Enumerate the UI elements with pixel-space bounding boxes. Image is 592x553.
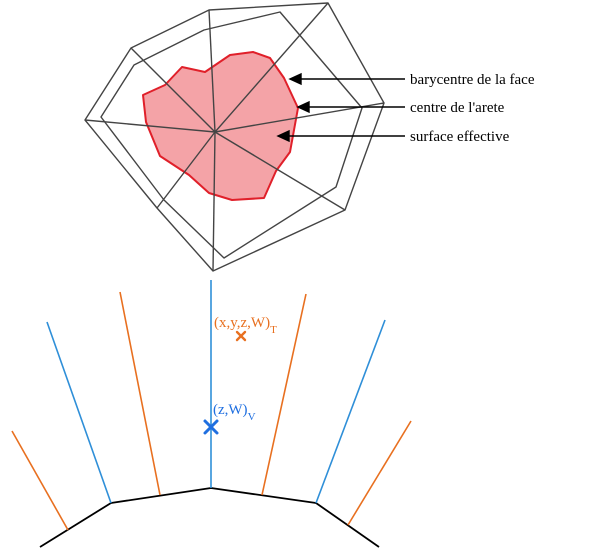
mesh-edge xyxy=(84,119,216,133)
arrowhead-edge-centre xyxy=(296,100,310,114)
face-normal-line xyxy=(347,420,412,526)
label-barycentre: barycentre de la face xyxy=(410,72,535,88)
label-effective-surface: surface effective xyxy=(410,129,510,145)
face-normals xyxy=(11,291,412,531)
label-vertex-point-sub: V xyxy=(248,411,256,423)
label-face-point-main: (x,y,z,W) xyxy=(214,315,270,331)
face-point-marker xyxy=(235,330,247,342)
mesh-edges xyxy=(84,2,385,272)
mesh-edge xyxy=(208,9,216,133)
mesh-edge xyxy=(130,47,216,133)
vertex-normals xyxy=(46,280,386,504)
mesh-edge xyxy=(214,102,385,133)
arrowhead-barycentre xyxy=(288,72,302,86)
face-normal-line xyxy=(119,291,161,496)
mesh-edge xyxy=(214,2,329,133)
label-vertex-point-main: (z,W) xyxy=(213,402,248,418)
arrowhead-effective-surface xyxy=(276,129,290,143)
vertex-normal-line xyxy=(46,321,112,504)
top-diagram: barycentre de la face centre de l'arete … xyxy=(84,2,535,272)
vertex-point-marker xyxy=(203,419,219,435)
mesh-edge xyxy=(156,131,216,209)
annotation-arrows xyxy=(276,72,405,143)
mesh-edge xyxy=(214,131,346,211)
face-normal-line xyxy=(261,293,307,496)
label-vertex-point: (z,W)V xyxy=(213,402,256,423)
face-normal-line xyxy=(11,430,69,531)
label-edge-centre: centre de l'arete xyxy=(410,100,505,116)
mesh-inner-polygon xyxy=(100,11,363,259)
vertex-normal-line xyxy=(315,319,386,504)
mesh-edge xyxy=(212,131,216,272)
bottom-diagram: (x,y,z,W)T (z,W)V xyxy=(11,280,412,548)
label-face-point-sub: T xyxy=(270,324,277,336)
surface-polyline xyxy=(39,487,380,548)
label-face-point: (x,y,z,W)T xyxy=(214,315,277,336)
